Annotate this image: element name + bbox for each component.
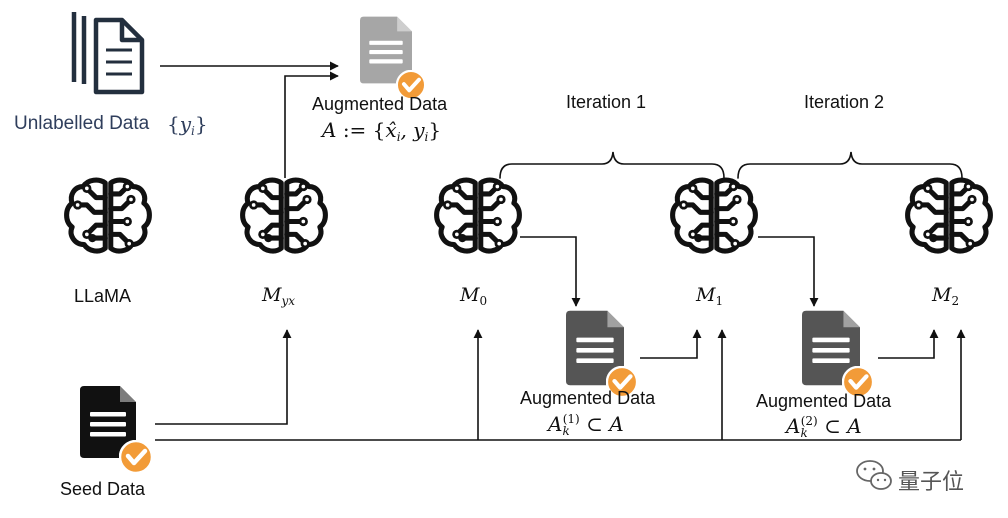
unlabelled-data-label: Unlabelled Data	[14, 113, 149, 135]
augmented-data-2-math: Ak(2) ⊂ A	[786, 414, 862, 440]
augmented-data-document-icon	[360, 16, 426, 100]
augmented-data-1-label: Augmented Data	[520, 388, 656, 408]
m-yx-label: Myx	[262, 284, 296, 308]
seed-data-label: Seed Data	[60, 479, 146, 499]
seed-to-myx-arrow	[155, 329, 292, 425]
m1-brain-icon	[673, 180, 756, 251]
iteration-1-label: Iteration 1	[566, 92, 647, 112]
myx-to-augmented-arrow	[284, 71, 339, 178]
augmented-data-2-label: Augmented Data	[756, 391, 892, 411]
unlabelled-data-text: Unlabelled Data	[14, 113, 150, 134]
m2-brain-icon	[908, 180, 991, 251]
aug2-to-m2-arrow	[878, 329, 939, 359]
m0-label: M0	[460, 284, 488, 308]
iteration-2-label: Iteration 2	[804, 92, 885, 112]
iteration-2-brace	[737, 151, 963, 179]
m-yx-brain-icon	[243, 180, 326, 251]
seed-data-document-icon	[80, 386, 152, 473]
augmented-data-1-document-icon	[566, 310, 637, 397]
m0-brain-icon	[437, 180, 520, 251]
wechat-icon	[856, 460, 892, 490]
m1-label: M1	[696, 284, 724, 308]
augmented-data-1-math: Ak(1) ⊂ A	[548, 412, 624, 438]
unlabelled-data-math: {yi}	[167, 112, 208, 138]
m0-to-aug1-arrow	[520, 236, 581, 307]
stacked-documents-icon	[71, 12, 145, 95]
check-badge-icon	[120, 441, 152, 473]
aug1-to-m1-arrow	[640, 329, 702, 359]
iteration-1-brace	[499, 151, 725, 179]
watermark-text: 量子位	[898, 470, 965, 495]
m2-label: M2	[932, 284, 960, 308]
augmented-data-math: A := {x̂i, yi}	[322, 118, 442, 144]
llama-label: LLaMA	[74, 286, 132, 306]
augmented-data-label: Augmented Data	[312, 94, 448, 114]
m1-to-aug2-arrow	[758, 236, 819, 307]
augmented-data-2-document-icon	[802, 310, 873, 397]
llama-brain-icon	[67, 180, 150, 251]
